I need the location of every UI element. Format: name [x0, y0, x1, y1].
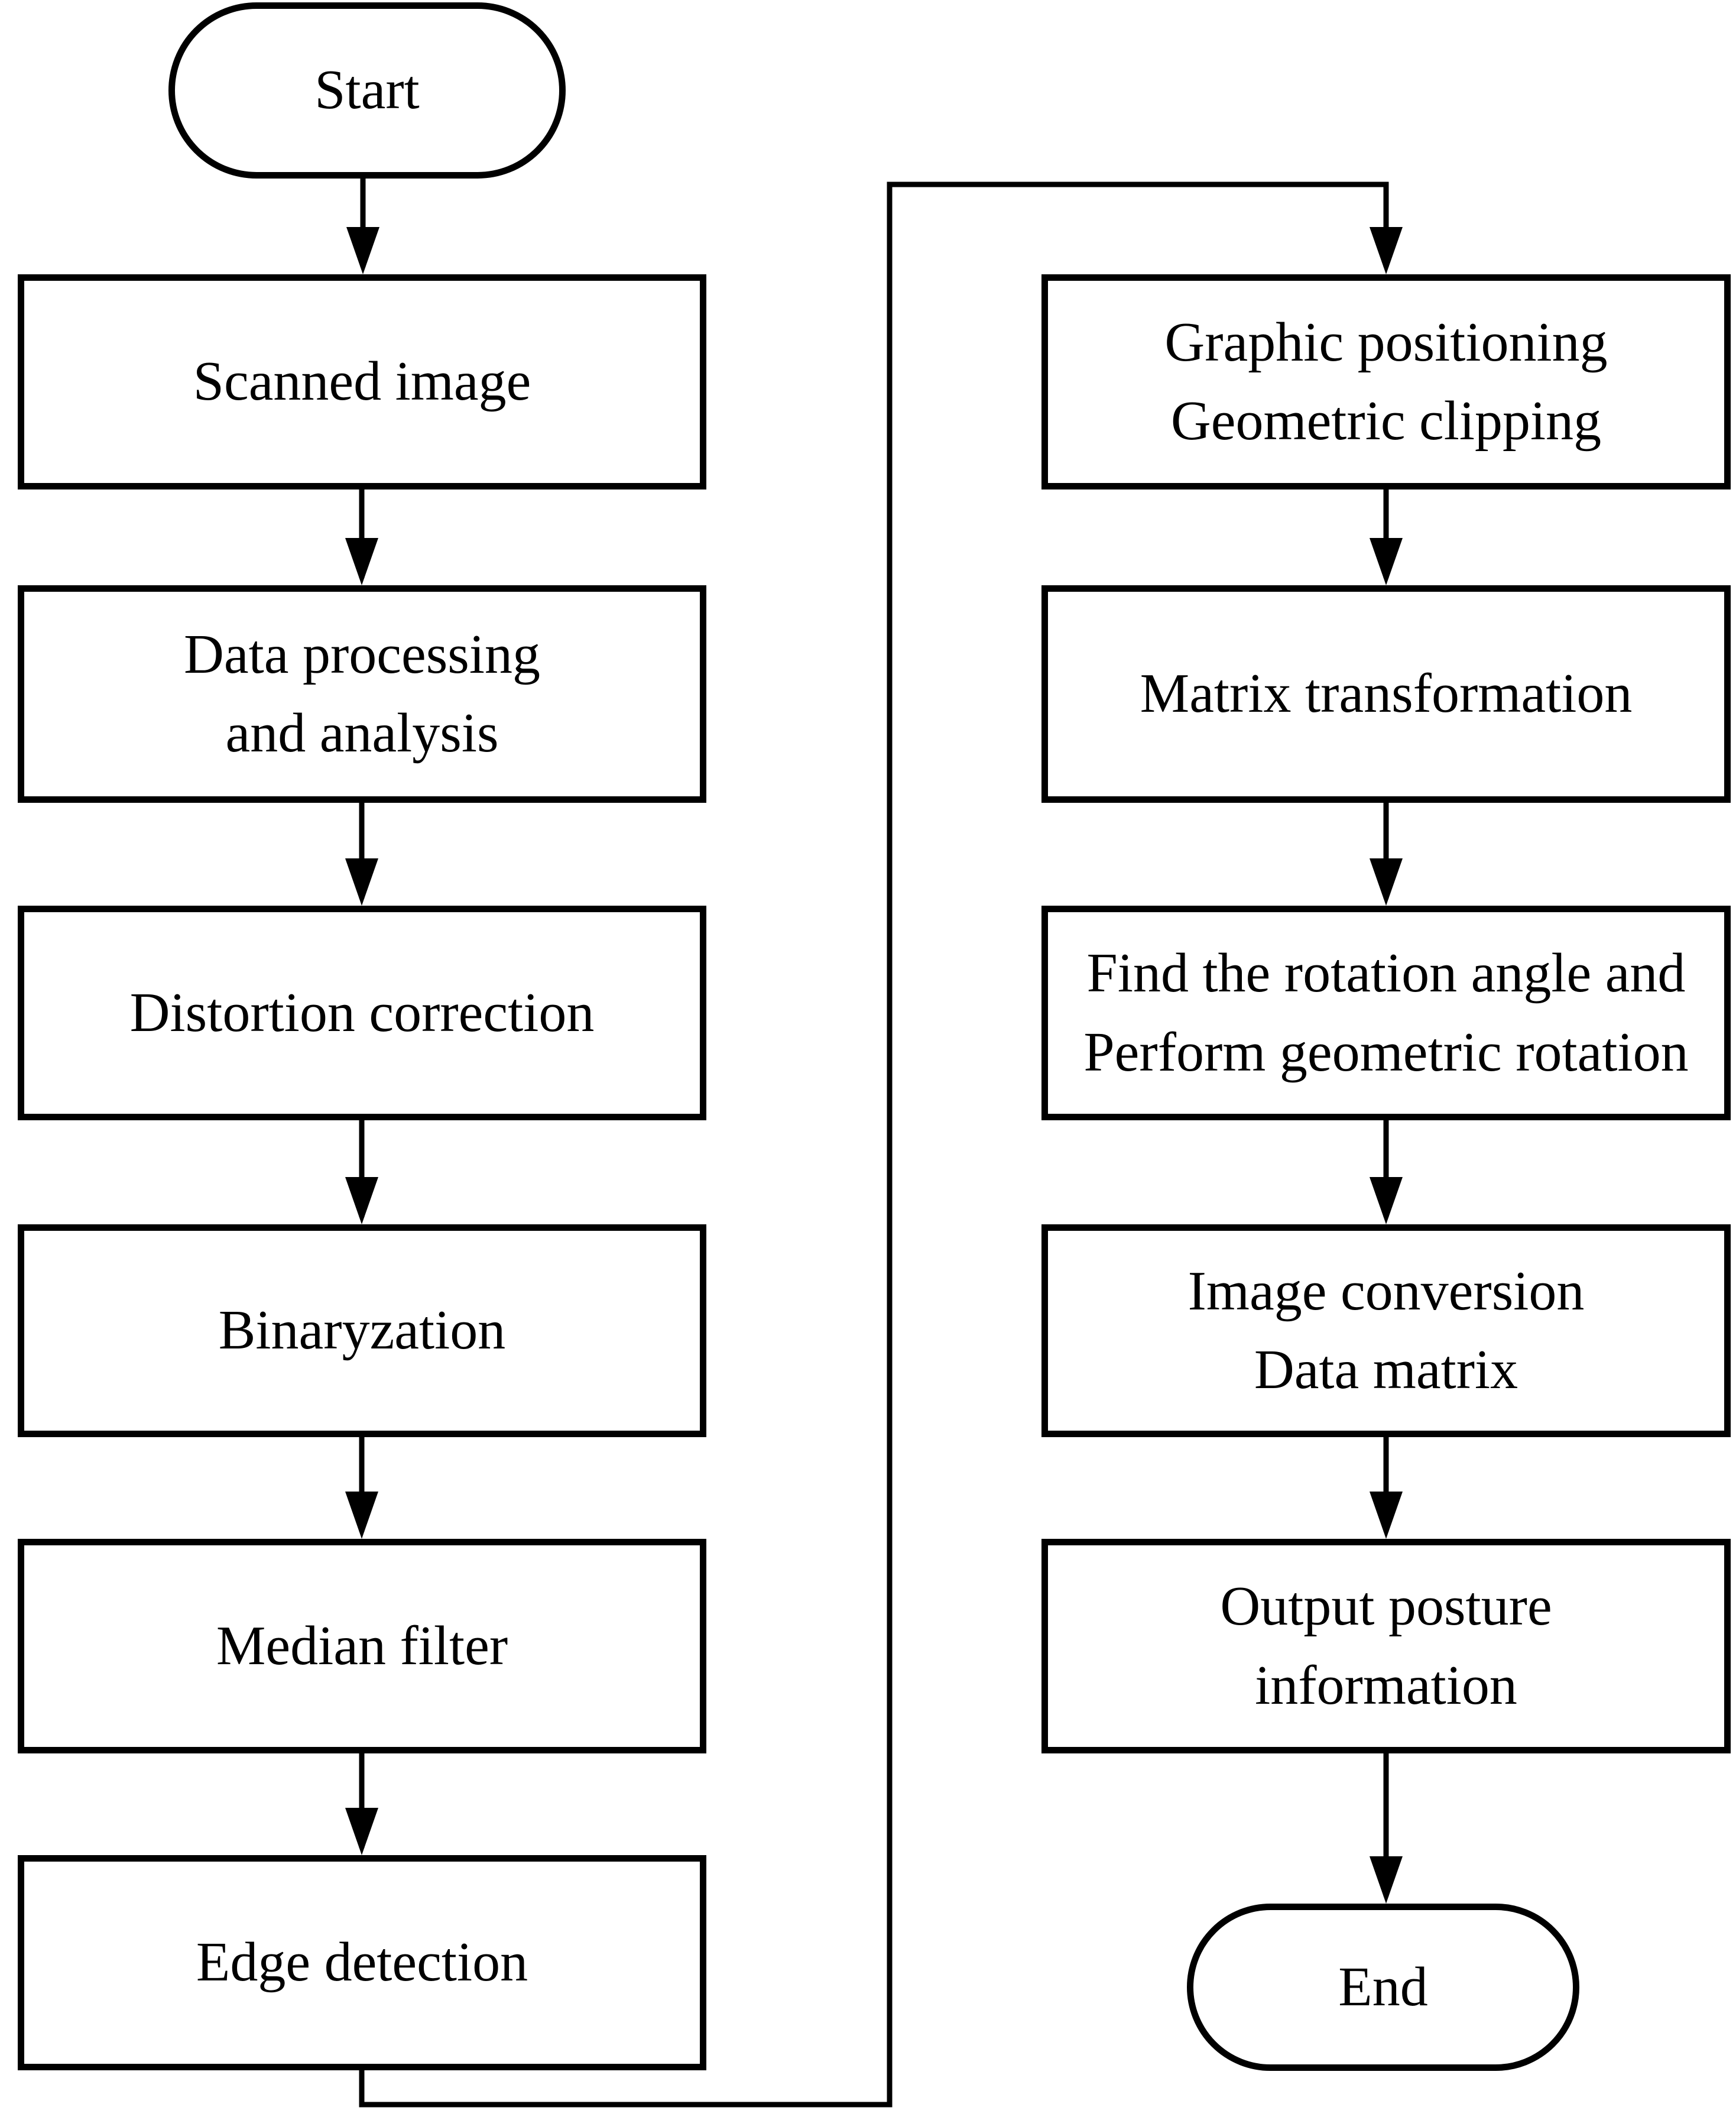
edge-binaryzation-to-median-filter: [345, 1437, 378, 1539]
node-matrix-transformation-label: Matrix transformation: [1140, 663, 1633, 725]
edge-matrix-transformation-to-find-rotation: [1370, 803, 1403, 906]
node-graphic-positioning: Graphic positioning Geometric clipping: [1041, 274, 1731, 489]
node-binaryzation-label: Binaryzation: [218, 1299, 506, 1361]
node-end-label: End: [1338, 1956, 1428, 2018]
node-median-filter-label: Median filter: [216, 1615, 508, 1677]
edge-median-filter-to-edge-detection: [345, 1753, 378, 1855]
node-data-processing: Data processing and analysis: [18, 585, 706, 803]
node-scanned-image-label: Scanned image: [193, 351, 531, 413]
node-image-conversion: Image conversion Data matrix: [1041, 1224, 1731, 1437]
node-binaryzation: Binaryzation: [18, 1224, 706, 1437]
edge-start-to-scanned-image: [346, 179, 379, 274]
node-distortion-correction: Distortion correction: [18, 906, 706, 1120]
edge-graphic-positioning-to-matrix-transformation: [1370, 489, 1403, 585]
node-output-posture-label: Output posture information: [1220, 1575, 1552, 1716]
node-start-label: Start: [314, 59, 420, 121]
node-distortion-correction-label: Distortion correction: [129, 981, 595, 1043]
node-end: End: [1187, 1904, 1579, 2071]
edge-output-posture-to-end: [1370, 1753, 1403, 1904]
edge-data-processing-to-distortion-correction: [345, 803, 378, 906]
edge-find-rotation-to-image-conversion: [1370, 1120, 1403, 1224]
node-graphic-positioning-label: Graphic positioning Geometric clipping: [1164, 311, 1608, 452]
node-data-processing-label: Data processing and analysis: [184, 623, 540, 764]
node-scanned-image: Scanned image: [18, 274, 706, 489]
node-start: Start: [168, 2, 566, 179]
edge-scanned-image-to-data-processing: [345, 489, 378, 585]
node-edge-detection: Edge detection: [18, 1855, 706, 2070]
node-find-rotation: Find the rotation angle and Perform geom…: [1041, 906, 1731, 1120]
node-median-filter: Median filter: [18, 1539, 706, 1753]
node-output-posture: Output posture information: [1041, 1539, 1731, 1753]
edge-distortion-correction-to-binaryzation: [345, 1120, 378, 1224]
node-image-conversion-label: Image conversion Data matrix: [1187, 1260, 1585, 1400]
node-find-rotation-label: Find the rotation angle and Perform geom…: [1083, 942, 1689, 1083]
node-edge-detection-label: Edge detection: [196, 1931, 528, 1993]
edge-image-conversion-to-output-posture: [1370, 1437, 1403, 1539]
edge-edge-detection-to-graphic-positioning: [359, 181, 1403, 2108]
node-matrix-transformation: Matrix transformation: [1041, 585, 1731, 803]
